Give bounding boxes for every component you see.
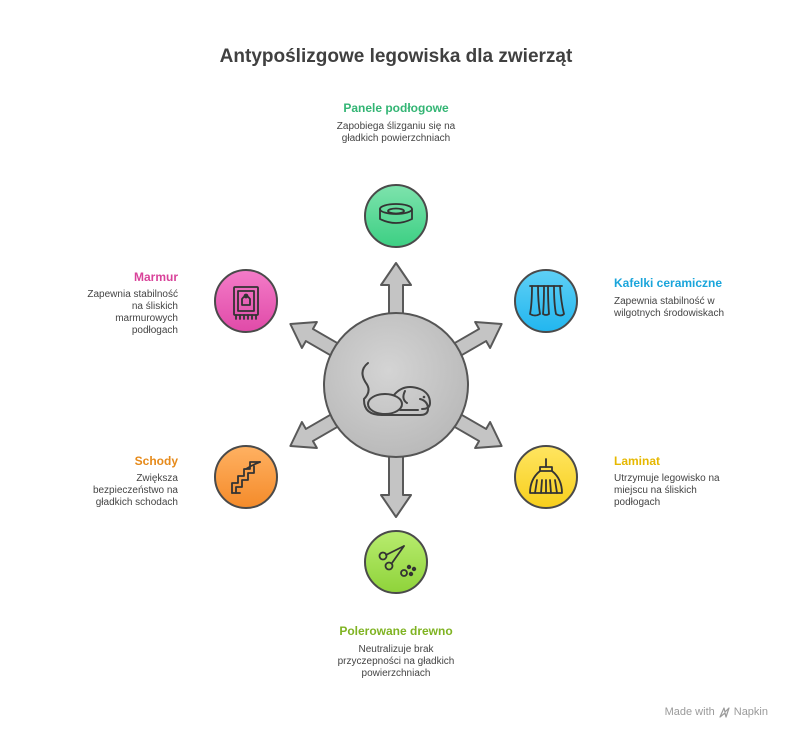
rug-icon xyxy=(233,286,259,320)
drewno-node-circle xyxy=(364,530,428,594)
arrow-upper-left xyxy=(289,321,340,358)
footer-brand: Made with Napkin xyxy=(665,706,768,718)
panele-label: Panele podłogowe xyxy=(343,101,449,115)
kafelki-description: Zapewnia stabilność w wilgotnych środowi… xyxy=(614,296,725,319)
panele-node-circle xyxy=(364,184,428,248)
laminat-description: Utrzymuje legowisko na miejscu na śliski… xyxy=(614,473,720,508)
schody-node-circle xyxy=(214,445,278,509)
arrow-upper-right xyxy=(452,321,503,358)
kafelki-node-circle xyxy=(514,269,578,333)
arrow-up xyxy=(380,262,412,316)
sleeping-dog-icon xyxy=(361,362,431,416)
drewno-description: Neutralizuje brak przyczepności na gładk… xyxy=(337,644,455,679)
napkin-brand-text: Napkin xyxy=(733,706,768,718)
arrow-lower-left xyxy=(289,412,340,449)
drewno-label: Polerowane drewno xyxy=(339,624,453,638)
napkin-logo-icon xyxy=(719,706,730,718)
curtain-icon xyxy=(529,285,565,317)
kafelki-label: Kafelki ceramiczne xyxy=(614,276,723,290)
laminat-node-circle xyxy=(514,445,578,509)
diagram-title: Antypoślizgowe legowiska dla zwierząt xyxy=(219,46,573,67)
center-hub xyxy=(323,312,469,458)
schody-description: Zwiększa bezpieczeństwo na gładkich scho… xyxy=(92,473,178,508)
marmur-node-circle xyxy=(214,269,278,333)
arrow-lower-right xyxy=(452,412,503,449)
scissors-icon xyxy=(378,545,417,577)
made-with-text: Made with xyxy=(664,706,715,718)
stairs-icon xyxy=(231,461,261,494)
marmur-description: Zapewnia stabilność na śliskich marmurow… xyxy=(87,289,178,336)
laminat-label: Laminat xyxy=(614,454,661,468)
pet-bed-icon xyxy=(379,203,413,224)
broom-icon xyxy=(529,458,563,494)
marmur-label: Marmur xyxy=(133,270,178,284)
panele-description: Zapobiega ślizganiu się na gładkich powi… xyxy=(336,121,456,144)
schody-label: Schody xyxy=(134,454,178,468)
arrow-down xyxy=(380,454,412,518)
